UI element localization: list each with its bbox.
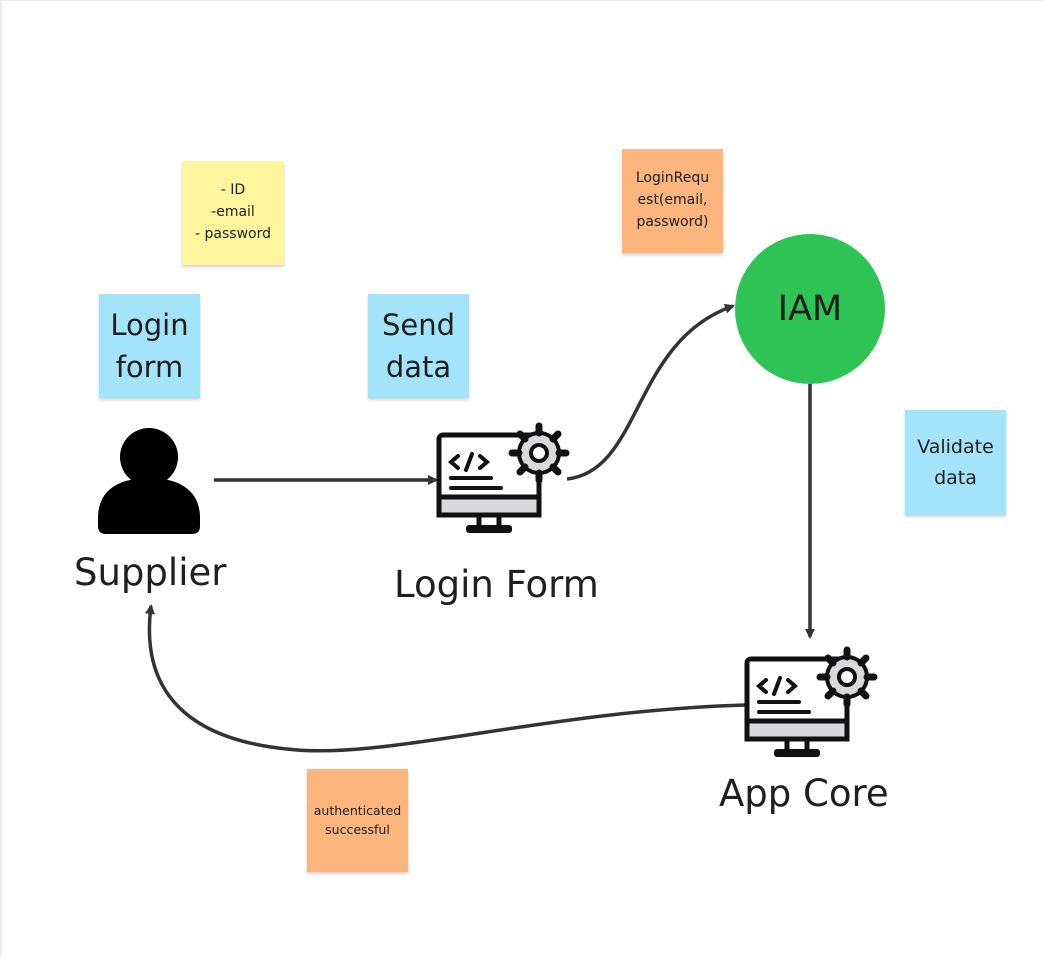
connector-login-form-to-iam[interactable] bbox=[566, 303, 735, 481]
app-core-label: App Core bbox=[719, 772, 889, 815]
monitor-code-gear-icon[interactable] bbox=[744, 646, 878, 761]
sticky-note-login-form[interactable]: Login form bbox=[99, 294, 200, 398]
sticky-note-authenticated[interactable]: authenticated successful bbox=[307, 769, 408, 872]
connector-app-core-to-supplier[interactable] bbox=[145, 604, 746, 753]
sticky-note-fields[interactable]: - ID -email - password bbox=[182, 161, 284, 265]
iam-label: IAM bbox=[777, 289, 843, 329]
user-icon[interactable] bbox=[98, 426, 200, 536]
sticky-note-send-data[interactable]: Send data bbox=[368, 294, 469, 398]
sticky-note-login-request[interactable]: LoginRequ est(email, password) bbox=[622, 149, 723, 253]
monitor-code-gear-icon[interactable] bbox=[436, 422, 570, 537]
supplier-label: Supplier bbox=[74, 551, 227, 594]
sticky-note-validate-data[interactable]: Validate data bbox=[905, 410, 1006, 515]
iam-node[interactable]: IAM bbox=[735, 234, 885, 384]
login-form-label: Login Form bbox=[394, 563, 599, 606]
